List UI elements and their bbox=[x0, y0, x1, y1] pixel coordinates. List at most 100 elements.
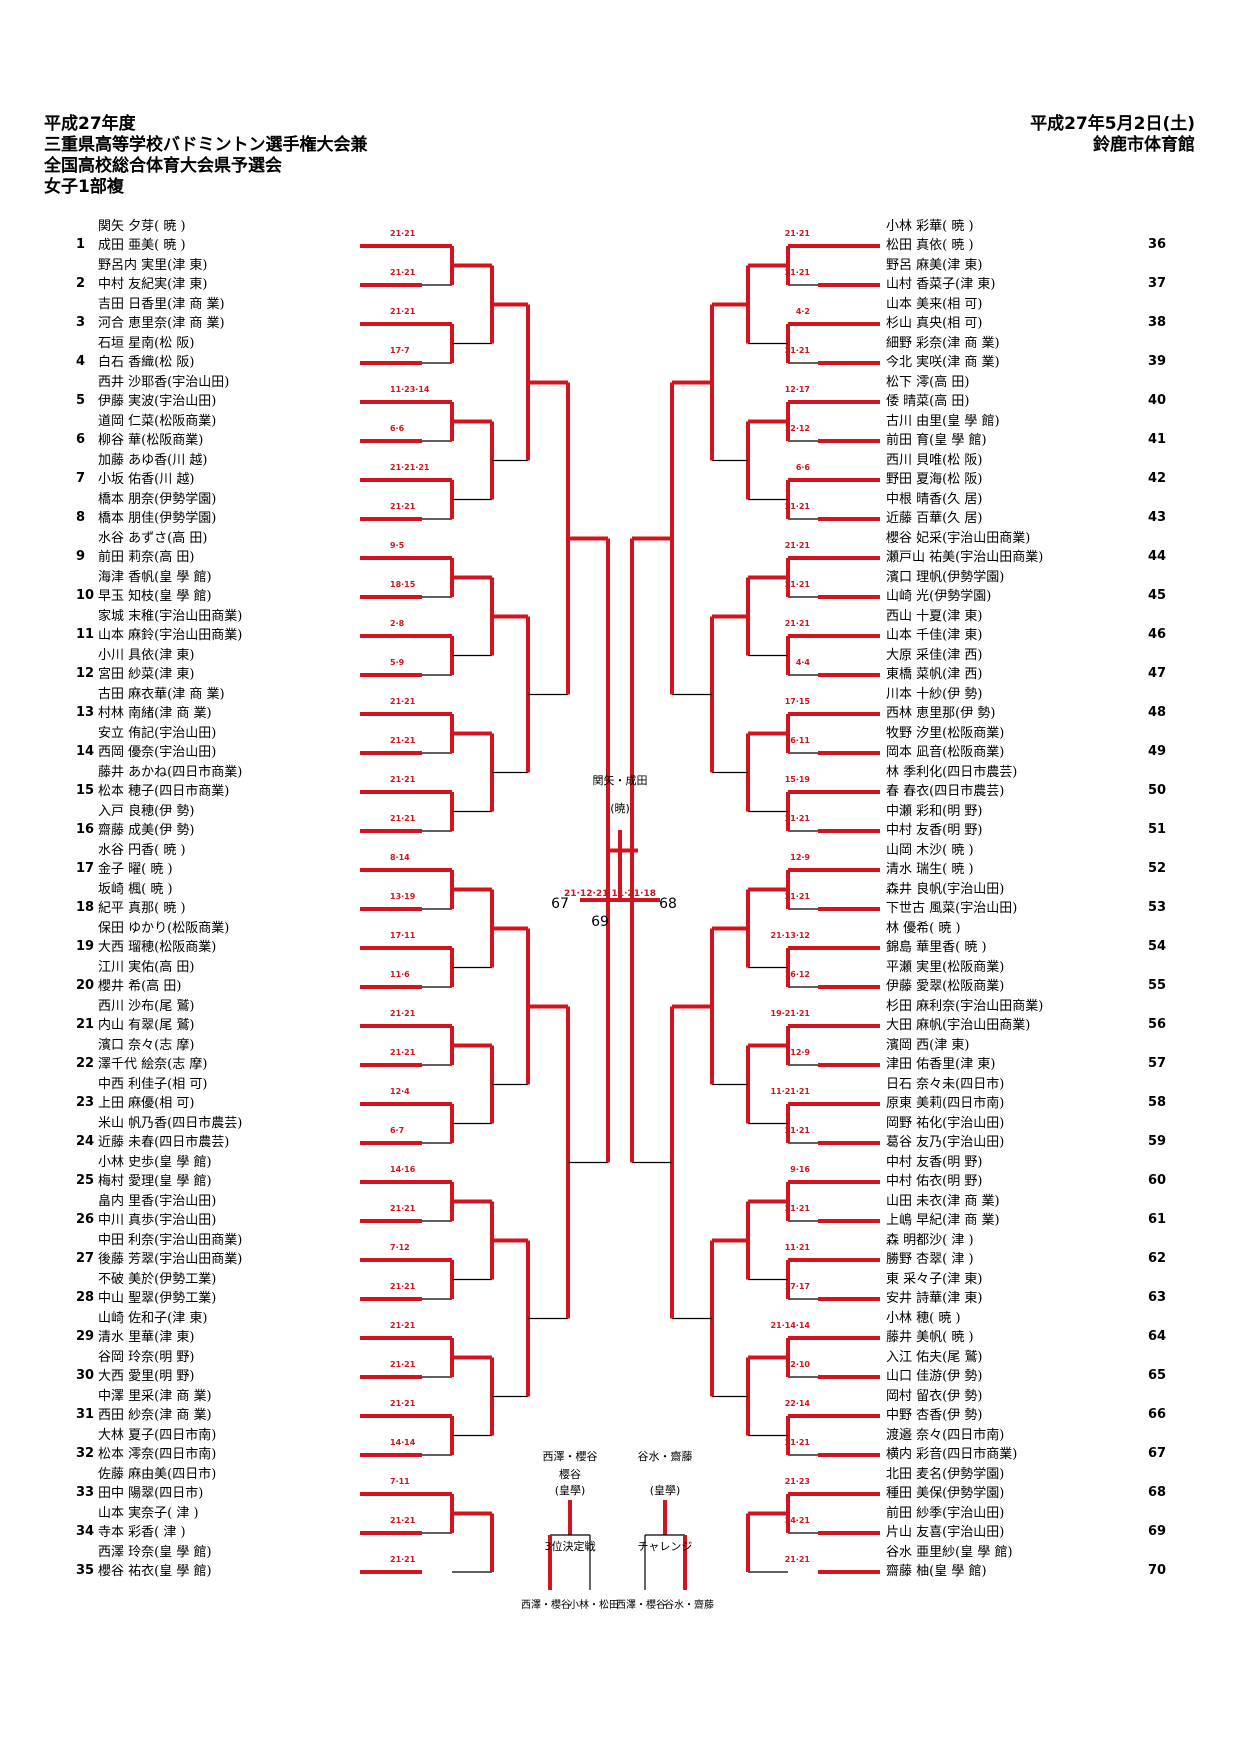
player-line-1: 藤井 あかね(四日市商業) bbox=[98, 765, 243, 780]
seed-number: 11 bbox=[76, 627, 95, 642]
player-line-2: 近藤 未春(四日市農芸) bbox=[98, 1135, 230, 1150]
left-score: 17·7 bbox=[390, 346, 410, 355]
player-line-2: 松本 穂子(四日市商業) bbox=[98, 784, 230, 799]
player-line-2: 山口 佳游(伊 勢) bbox=[886, 1369, 983, 1384]
challenge-label: チャレンジ bbox=[638, 1540, 693, 1553]
right-score: 4·4 bbox=[796, 658, 811, 667]
seed-number: 10 bbox=[76, 588, 95, 603]
seed-number: 58 bbox=[1148, 1095, 1167, 1110]
title-block: 平成27年度 三重県高等学校バドミントン選手権大会兼 全国高校総合体育大会県予選… bbox=[44, 114, 368, 198]
event-venue: 鈴鹿市体育館 bbox=[1093, 135, 1195, 155]
player-line-2: 白石 香織(松 阪) bbox=[98, 355, 195, 370]
third-top-school: (皇學) bbox=[555, 1483, 586, 1497]
left-score: 21·21 bbox=[390, 814, 416, 823]
seed-number: 34 bbox=[76, 1524, 95, 1539]
seed-number: 48 bbox=[1148, 705, 1167, 720]
left-score: 6·7 bbox=[390, 1126, 404, 1135]
seed-number: 4 bbox=[76, 354, 86, 369]
left-score: 7·11 bbox=[390, 1477, 410, 1486]
left-score: 11·23·14 bbox=[390, 385, 430, 394]
player-line-1: 坂崎 楓( 暁 ) bbox=[98, 882, 173, 897]
player-line-2: 安井 詩華(津 東) bbox=[886, 1291, 983, 1306]
right-score: 21·21 bbox=[785, 1126, 811, 1135]
left-score: 7·12 bbox=[390, 1243, 410, 1252]
player-line-2: 山本 千佳(津 東) bbox=[886, 628, 983, 643]
player-line-2: 大西 瑠穂(松阪商業) bbox=[98, 940, 217, 955]
seed-number: 29 bbox=[76, 1329, 95, 1344]
left-score: 8·14 bbox=[390, 853, 410, 862]
player-line-1: 西山 十夏(津 東) bbox=[886, 609, 983, 624]
player-line-2: 中村 友香(明 野) bbox=[886, 823, 983, 838]
seed-number: 14 bbox=[76, 744, 95, 759]
player-line-2: 杉山 真央(相 可) bbox=[886, 316, 983, 331]
event-date: 平成27年5月2日(土) bbox=[1030, 114, 1195, 134]
seed-number: 2 bbox=[76, 276, 86, 291]
left-score: 21·21 bbox=[390, 1516, 416, 1525]
left-score: 13·19 bbox=[390, 892, 416, 901]
match-number: 68 bbox=[659, 896, 677, 912]
player-line-1: 細野 彩奈(津 商 業) bbox=[886, 336, 1000, 351]
bottom-pair: 西澤・櫻谷 bbox=[616, 1598, 666, 1611]
left-score: 9·5 bbox=[390, 541, 405, 550]
seed-number: 59 bbox=[1148, 1134, 1167, 1149]
seed-number: 66 bbox=[1148, 1407, 1167, 1422]
seed-number: 33 bbox=[76, 1485, 95, 1500]
right-score: 12·17 bbox=[785, 385, 810, 394]
player-line-2: 伊藤 実波(宇治山田) bbox=[98, 394, 217, 409]
seed-number: 26 bbox=[76, 1212, 95, 1227]
seed-number: 37 bbox=[1148, 276, 1167, 291]
player-line-2: 松田 真依( 暁 ) bbox=[886, 238, 974, 253]
player-line-2: 中村 佑衣(明 野) bbox=[886, 1174, 983, 1189]
player-line-2: 柳谷 華(松阪商業) bbox=[98, 433, 204, 448]
player-line-1: 不破 美於(伊勢工業) bbox=[98, 1272, 217, 1287]
seed-number: 8 bbox=[76, 510, 86, 525]
player-line-1: 海津 香帆(皇 學 館) bbox=[98, 570, 212, 585]
player-line-2: 前田 莉奈(高 田) bbox=[98, 550, 195, 565]
player-line-1: 小林 史歩(皇 學 館) bbox=[98, 1155, 212, 1170]
player-line-2: 橋本 朋佳(伊勢学園) bbox=[98, 511, 217, 526]
seed-number: 43 bbox=[1148, 510, 1167, 525]
left-score: 5·9 bbox=[390, 658, 405, 667]
player-line-2: 下世古 風菜(宇治山田) bbox=[886, 901, 1018, 916]
seed-number: 63 bbox=[1148, 1290, 1167, 1305]
seed-number: 31 bbox=[76, 1407, 95, 1422]
player-line-1: 関矢 夕芽( 暁 ) bbox=[98, 219, 186, 234]
right-score: 16·12 bbox=[785, 970, 810, 979]
player-line-1: 橋本 朋奈(伊勢学園) bbox=[98, 492, 217, 507]
player-line-1: 中田 利奈(宇治山田商業) bbox=[98, 1233, 243, 1248]
right-score: 21·21 bbox=[785, 619, 811, 628]
seed-number: 27 bbox=[76, 1251, 95, 1266]
seed-number: 39 bbox=[1148, 354, 1167, 369]
player-line-2: 清水 瑞生( 暁 ) bbox=[886, 862, 974, 877]
seed-number: 61 bbox=[1148, 1212, 1167, 1227]
player-line-1: 水谷 あずさ(高 田) bbox=[98, 531, 208, 546]
player-line-1: 渡邉 奈々(四日市南) bbox=[886, 1428, 1005, 1443]
player-line-2: 紀平 真那( 暁 ) bbox=[98, 901, 186, 916]
player-line-2: 伊藤 愛翠(松阪商業) bbox=[886, 979, 1005, 994]
right-score: 24·21 bbox=[785, 1516, 811, 1525]
player-line-1: 岡村 留衣(伊 勢) bbox=[886, 1389, 983, 1404]
seed-number: 65 bbox=[1148, 1368, 1167, 1383]
seed-number: 3 bbox=[76, 315, 86, 330]
player-line-1: 中根 晴香(久 居) bbox=[886, 492, 983, 507]
player-line-1: 山田 未衣(津 商 業) bbox=[886, 1194, 1000, 1209]
winner-school: (暁) bbox=[610, 802, 630, 815]
seed-number: 6 bbox=[76, 432, 86, 447]
right-score: 21·21 bbox=[785, 1555, 811, 1564]
winner-name: 関矢・成田 bbox=[593, 773, 648, 787]
left-score: 21·21 bbox=[390, 1321, 416, 1330]
right-score: 17·15 bbox=[785, 697, 811, 706]
player-line-2: 早玉 知枝(皇 學 館) bbox=[98, 589, 212, 604]
right-score: 22·14 bbox=[785, 1399, 811, 1408]
player-line-1: 道岡 仁菜(松阪商業) bbox=[98, 414, 217, 429]
player-line-1: 谷岡 玲奈(明 野) bbox=[98, 1350, 195, 1365]
player-line-1: 濱口 奈々(志 摩) bbox=[98, 1038, 195, 1053]
right-score: 21·21 bbox=[785, 814, 811, 823]
left-score: 21·21 bbox=[390, 1555, 416, 1564]
seed-number: 15 bbox=[76, 783, 95, 798]
player-line-2: 金子 曜( 暁 ) bbox=[98, 862, 173, 877]
third-top: 西澤・櫻谷 bbox=[543, 1449, 598, 1463]
player-line-1: 森井 良帆(宇治山田) bbox=[886, 882, 1005, 897]
right-score: 21·21 bbox=[785, 229, 811, 238]
